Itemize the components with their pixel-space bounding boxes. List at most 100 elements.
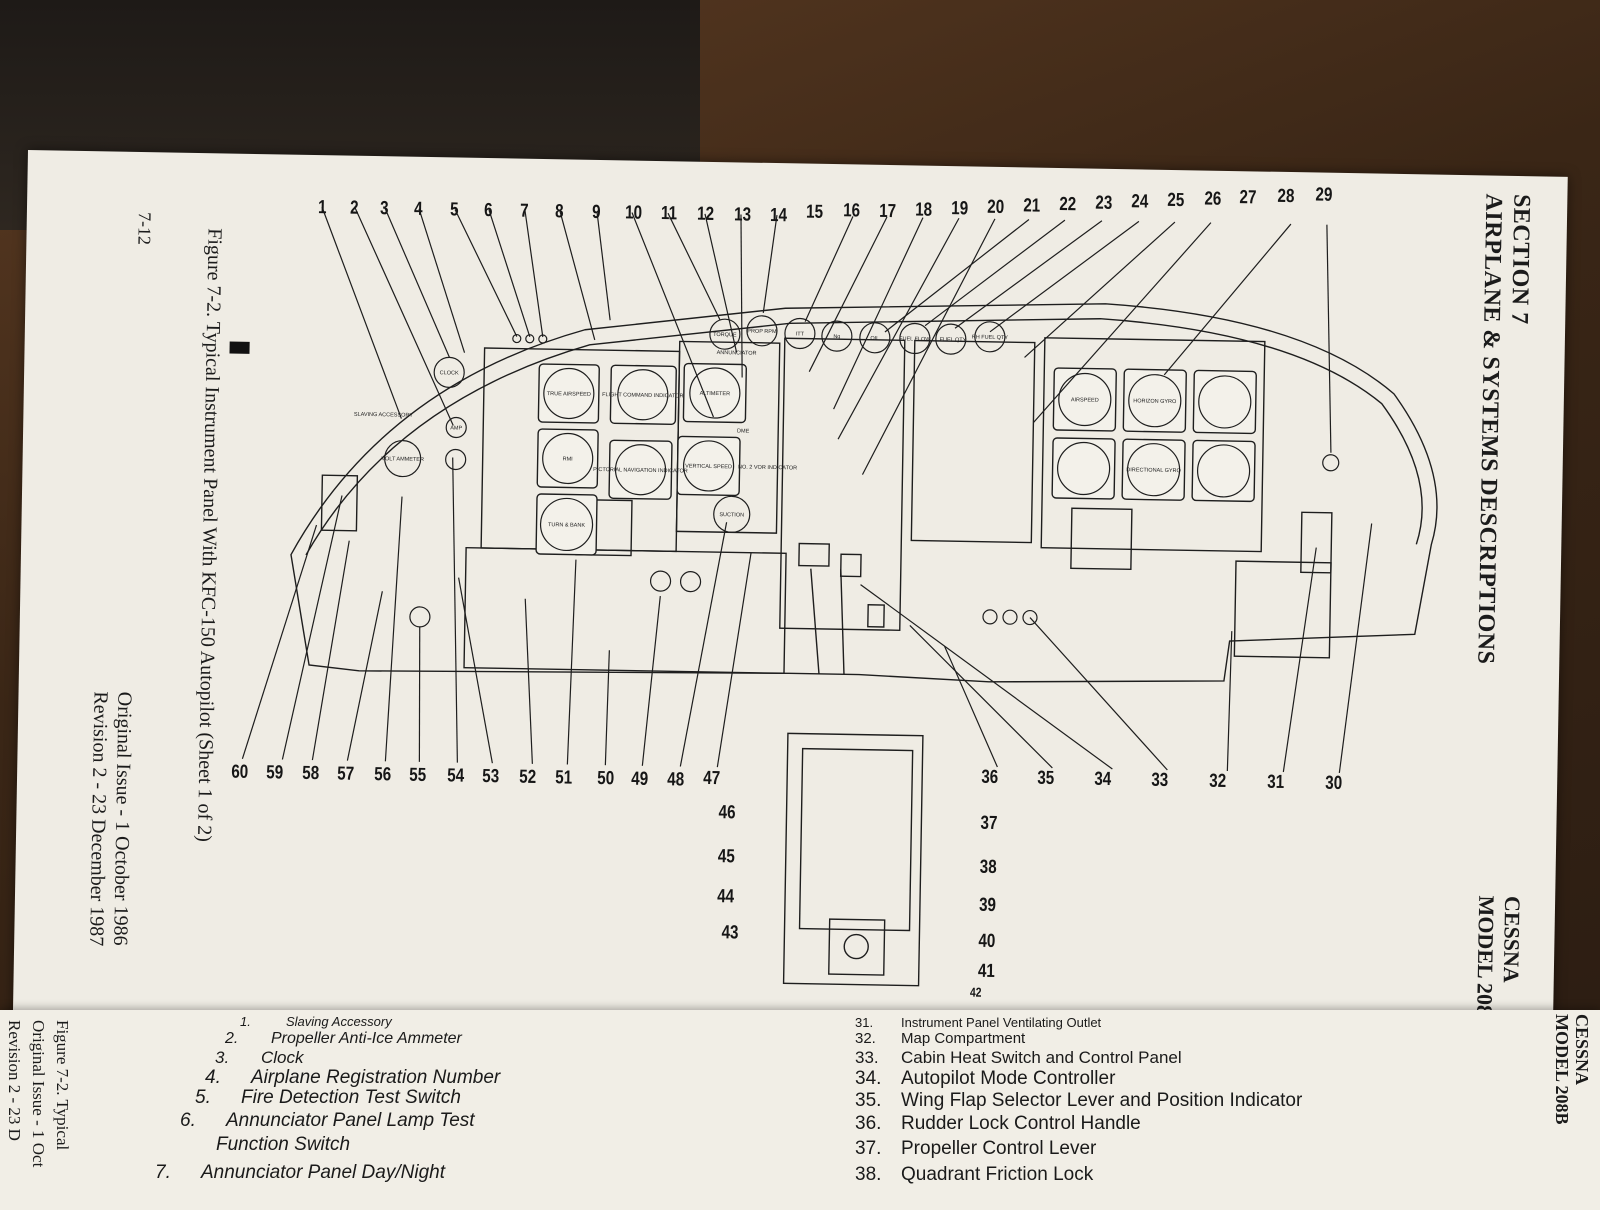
callout-16: 16 — [842, 200, 861, 222]
callout-21: 21 — [1023, 195, 1041, 217]
facing-page: Figure 7-2. Typical Original Issue - 1 O… — [0, 1010, 1600, 1210]
legend-item-6b: Function Switch — [216, 1134, 351, 1155]
callout-41: 41 — [977, 960, 996, 982]
callout-24: 24 — [1131, 191, 1149, 213]
callout-3: 3 — [379, 198, 389, 220]
legend-item-4: 4.Airplane Registration Number — [205, 1067, 501, 1088]
annunciator-label: ANNUNCIATOR — [717, 350, 757, 357]
issue-block: Original Issue - 1 October 1986 Revision… — [84, 691, 136, 947]
page2-caption-issue: Original Issue - 1 Oct — [29, 1020, 48, 1168]
page2-header: CESSNA MODEL 208B — [1552, 1014, 1592, 1125]
legend-item-36: 36.Rudder Lock Control Handle — [855, 1113, 1141, 1134]
callout-39: 39 — [978, 894, 997, 917]
horizon-gyro-label: HORIZON GYRO — [1133, 398, 1177, 405]
vor-label: NO. 2 VOR INDICATOR — [738, 464, 797, 471]
page2-caption-figure: Figure 7-2. Typical — [53, 1020, 72, 1151]
legend-item-35: 35.Wing Flap Selector Lever and Position… — [855, 1090, 1303, 1111]
callout-36: 36 — [981, 766, 999, 789]
callout-52: 52 — [519, 766, 537, 788]
callout-12: 12 — [696, 203, 715, 225]
legend-item-1: 1.Slaving Accessory — [240, 1014, 392, 1029]
callout-59: 59 — [266, 762, 284, 784]
gauge-torque: TORQUE — [713, 332, 737, 338]
callout-42: 42 — [969, 984, 982, 1000]
callout-37: 37 — [980, 812, 998, 835]
callout-20: 20 — [987, 196, 1005, 219]
suction-label: SUCTION — [719, 512, 744, 518]
callout-18: 18 — [915, 199, 933, 221]
callout-46: 46 — [718, 802, 736, 824]
amp-label: AMP — [450, 425, 462, 431]
volt-ammeter-label: VOLT AMMETER — [381, 456, 424, 463]
callout-50: 50 — [597, 768, 615, 790]
legend-item-6: 6.Annunciator Panel Lamp Test — [180, 1110, 475, 1131]
callout-40: 40 — [978, 930, 996, 953]
callout-34: 34 — [1094, 768, 1112, 790]
callout-30: 30 — [1325, 772, 1343, 795]
callout-44: 44 — [717, 886, 735, 908]
instrument-panel-diagram: TORQUE PROP RPM ITT Ng OIL FUEL FLOW L F… — [241, 206, 1438, 987]
callout-56: 56 — [374, 764, 392, 786]
gauge-prop-rpm: PROP RPM — [747, 329, 777, 336]
callout-17: 17 — [878, 200, 897, 223]
callout-45: 45 — [717, 846, 735, 868]
revision-marker — [229, 341, 250, 354]
panel-outline — [290, 303, 1438, 683]
callout-14: 14 — [769, 204, 788, 227]
legend-item-37: 37.Propeller Control Lever — [855, 1138, 1097, 1159]
callout-57: 57 — [337, 763, 355, 785]
callout-43: 43 — [721, 922, 739, 944]
legend-item-3: 3.Clock — [215, 1048, 304, 1067]
page2-model: MODEL 208B — [1552, 1014, 1572, 1125]
callout-53: 53 — [482, 766, 500, 788]
page2-caption: Figure 7-2. Typical Original Issue - 1 O… — [2, 1020, 74, 1167]
vertical-speed-label: VERTICAL SPEED — [685, 464, 732, 471]
gauge-ng: Ng — [833, 334, 840, 340]
callout-4: 4 — [413, 198, 423, 220]
callout-23: 23 — [1095, 192, 1113, 214]
caption-issue: Original Issue - 1 October 1986 — [109, 691, 136, 946]
callout-9: 9 — [591, 201, 601, 223]
true-airspeed-label: TRUE AIRSPEED — [547, 391, 591, 398]
callout-55: 55 — [409, 764, 427, 787]
directional-gyro-label: DIRECTIONAL GYRO — [1126, 467, 1181, 474]
manual-page: SECTION 7 AIRPLANE & SYSTEMS DESCRIPTION… — [12, 150, 1568, 1077]
altimeter-label: ALTIMETER — [700, 391, 731, 398]
flight-command-label: FLIGHT COMMAND INDICATOR — [602, 392, 683, 399]
callout-49: 49 — [631, 768, 649, 790]
callout-28: 28 — [1277, 185, 1295, 208]
callout-1: 1 — [317, 197, 327, 219]
callout-22: 22 — [1059, 194, 1077, 216]
callout-58: 58 — [302, 762, 320, 785]
callout-13: 13 — [733, 204, 752, 226]
gauge-left-fuel: L FUEL QTY — [935, 337, 967, 344]
callout-47: 47 — [703, 767, 721, 790]
callout-60: 60 — [231, 761, 249, 783]
legend-item-32: 32.Map Compartment — [855, 1030, 1026, 1047]
callout-27: 27 — [1239, 187, 1257, 209]
callout-10: 10 — [624, 202, 643, 224]
gauge-fuel-flow: FUEL FLOW — [899, 336, 931, 343]
legend-item-2: 2.Propeller Anti-Ice Ammeter — [225, 1030, 462, 1047]
gauge-right-fuel: RH FUEL QTY — [972, 335, 1009, 342]
callout-15: 15 — [805, 201, 824, 223]
callout-26: 26 — [1204, 188, 1222, 210]
callout-5: 5 — [449, 199, 459, 221]
legend-item-5: 5.Fire Detection Test Switch — [195, 1087, 461, 1108]
callout-2: 2 — [349, 197, 359, 219]
callout-6: 6 — [483, 199, 493, 222]
callout-25: 25 — [1167, 189, 1185, 212]
legend-item-33: 33.Cabin Heat Switch and Control Panel — [855, 1048, 1182, 1067]
clock-label: CLOCK — [440, 370, 459, 376]
callout-29: 29 — [1315, 184, 1333, 206]
callout-35: 35 — [1037, 767, 1055, 790]
callout-32: 32 — [1209, 770, 1227, 793]
caption-revision: Revision 2 - 23 December 1987 — [85, 691, 112, 947]
legend-item-7: 7.Annunciator Panel Day/Night — [155, 1162, 445, 1183]
legend-item-31: 31.Instrument Panel Ventilating Outlet — [855, 1015, 1102, 1030]
callout-7: 7 — [519, 200, 529, 222]
pedestal — [782, 732, 924, 987]
gauge-oil: OIL — [870, 336, 879, 342]
callout-48: 48 — [667, 769, 685, 791]
callout-33: 33 — [1151, 769, 1169, 791]
